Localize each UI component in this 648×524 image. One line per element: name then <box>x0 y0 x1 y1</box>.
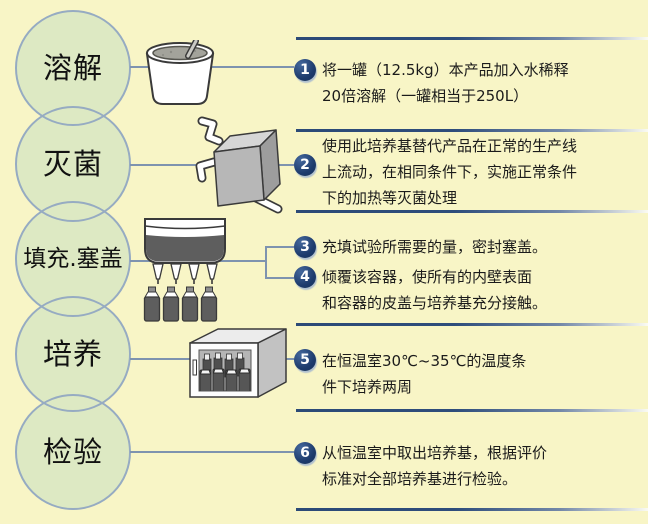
instruction-6-line-1: 从恒温室中取出培养基，根据评价 <box>322 444 548 462</box>
step-badge-2: 2 <box>294 154 316 176</box>
incubator-icon <box>189 328 287 398</box>
divider-4 <box>296 323 648 326</box>
connector-stub3 <box>265 246 294 248</box>
instruction-4-line-2: 和容器的皮盖与培养基充分接触。 <box>322 294 548 312</box>
step-badge-5: 5 <box>294 349 316 371</box>
instruction-5-line-1: 在恒温室30℃~35℃的温度条 <box>322 352 527 370</box>
instruction-1-line-1: 将一罐（12.5kg）本产品加入水稀释 <box>322 61 569 79</box>
stage-label-fill-cap: 填充.塞盖 <box>23 246 123 272</box>
instruction-6-line-2: 标准对全部培养基进行检验。 <box>322 470 518 488</box>
instruction-2: 使用此培养基替代产品在正常的生产线 上流动，在相同条件下，实施正常条件 下的加热… <box>322 133 642 211</box>
step-badge-3: 3 <box>294 236 316 258</box>
divider-6 <box>296 508 648 511</box>
step-badge-6: 6 <box>294 442 316 464</box>
instruction-5-line-2: 件下培养两周 <box>322 378 413 396</box>
instruction-2-line-2: 上流动，在相同条件下，实施正常条件 <box>322 163 578 181</box>
instruction-4: 倾覆该容器，使所有的内壁表面 和容器的皮盖与培养基充分接触。 <box>322 264 642 316</box>
instruction-6: 从恒温室中取出培养基，根据评价 标准对全部培养基进行检验。 <box>322 440 642 492</box>
divider-1 <box>296 37 648 40</box>
divider-2 <box>296 129 648 132</box>
instruction-4-line-1: 倾覆该容器，使所有的内壁表面 <box>322 268 533 286</box>
stage-label-incubate: 培养 <box>42 337 103 371</box>
instruction-1-line-2: 20倍溶解（一罐相当于250L） <box>322 87 529 105</box>
instruction-3: 充填试验所需要的量，密封塞盖。 <box>322 234 642 260</box>
stage-label-dissolve: 溶解 <box>42 51 103 85</box>
step-badge-4: 4 <box>294 266 316 288</box>
filling-machine-icon <box>143 218 226 322</box>
instruction-3-line-1: 充填试验所需要的量，密封塞盖。 <box>322 238 548 256</box>
divider-5 <box>296 409 648 412</box>
instruction-5: 在恒温室30℃~35℃的温度条 件下培养两周 <box>322 348 642 400</box>
sterilizer-icon <box>195 116 283 214</box>
connector-row5 <box>130 451 294 453</box>
instruction-1: 将一罐（12.5kg）本产品加入水稀释 20倍溶解（一罐相当于250L） <box>322 57 642 109</box>
connector-stub4 <box>265 277 294 279</box>
instruction-2-line-1: 使用此培养基替代产品在正常的生产线 <box>322 137 578 155</box>
divider-3 <box>296 210 648 213</box>
step-badge-1: 1 <box>294 59 316 81</box>
stage-label-sterilize: 灭菌 <box>42 147 103 181</box>
connector-bracket <box>265 246 267 279</box>
stage-label-inspect: 检验 <box>42 435 103 469</box>
stage-circles <box>15 10 131 510</box>
mixing-cup-icon <box>145 40 215 105</box>
instruction-2-line-3: 下的加热等灭菌处理 <box>322 189 458 207</box>
